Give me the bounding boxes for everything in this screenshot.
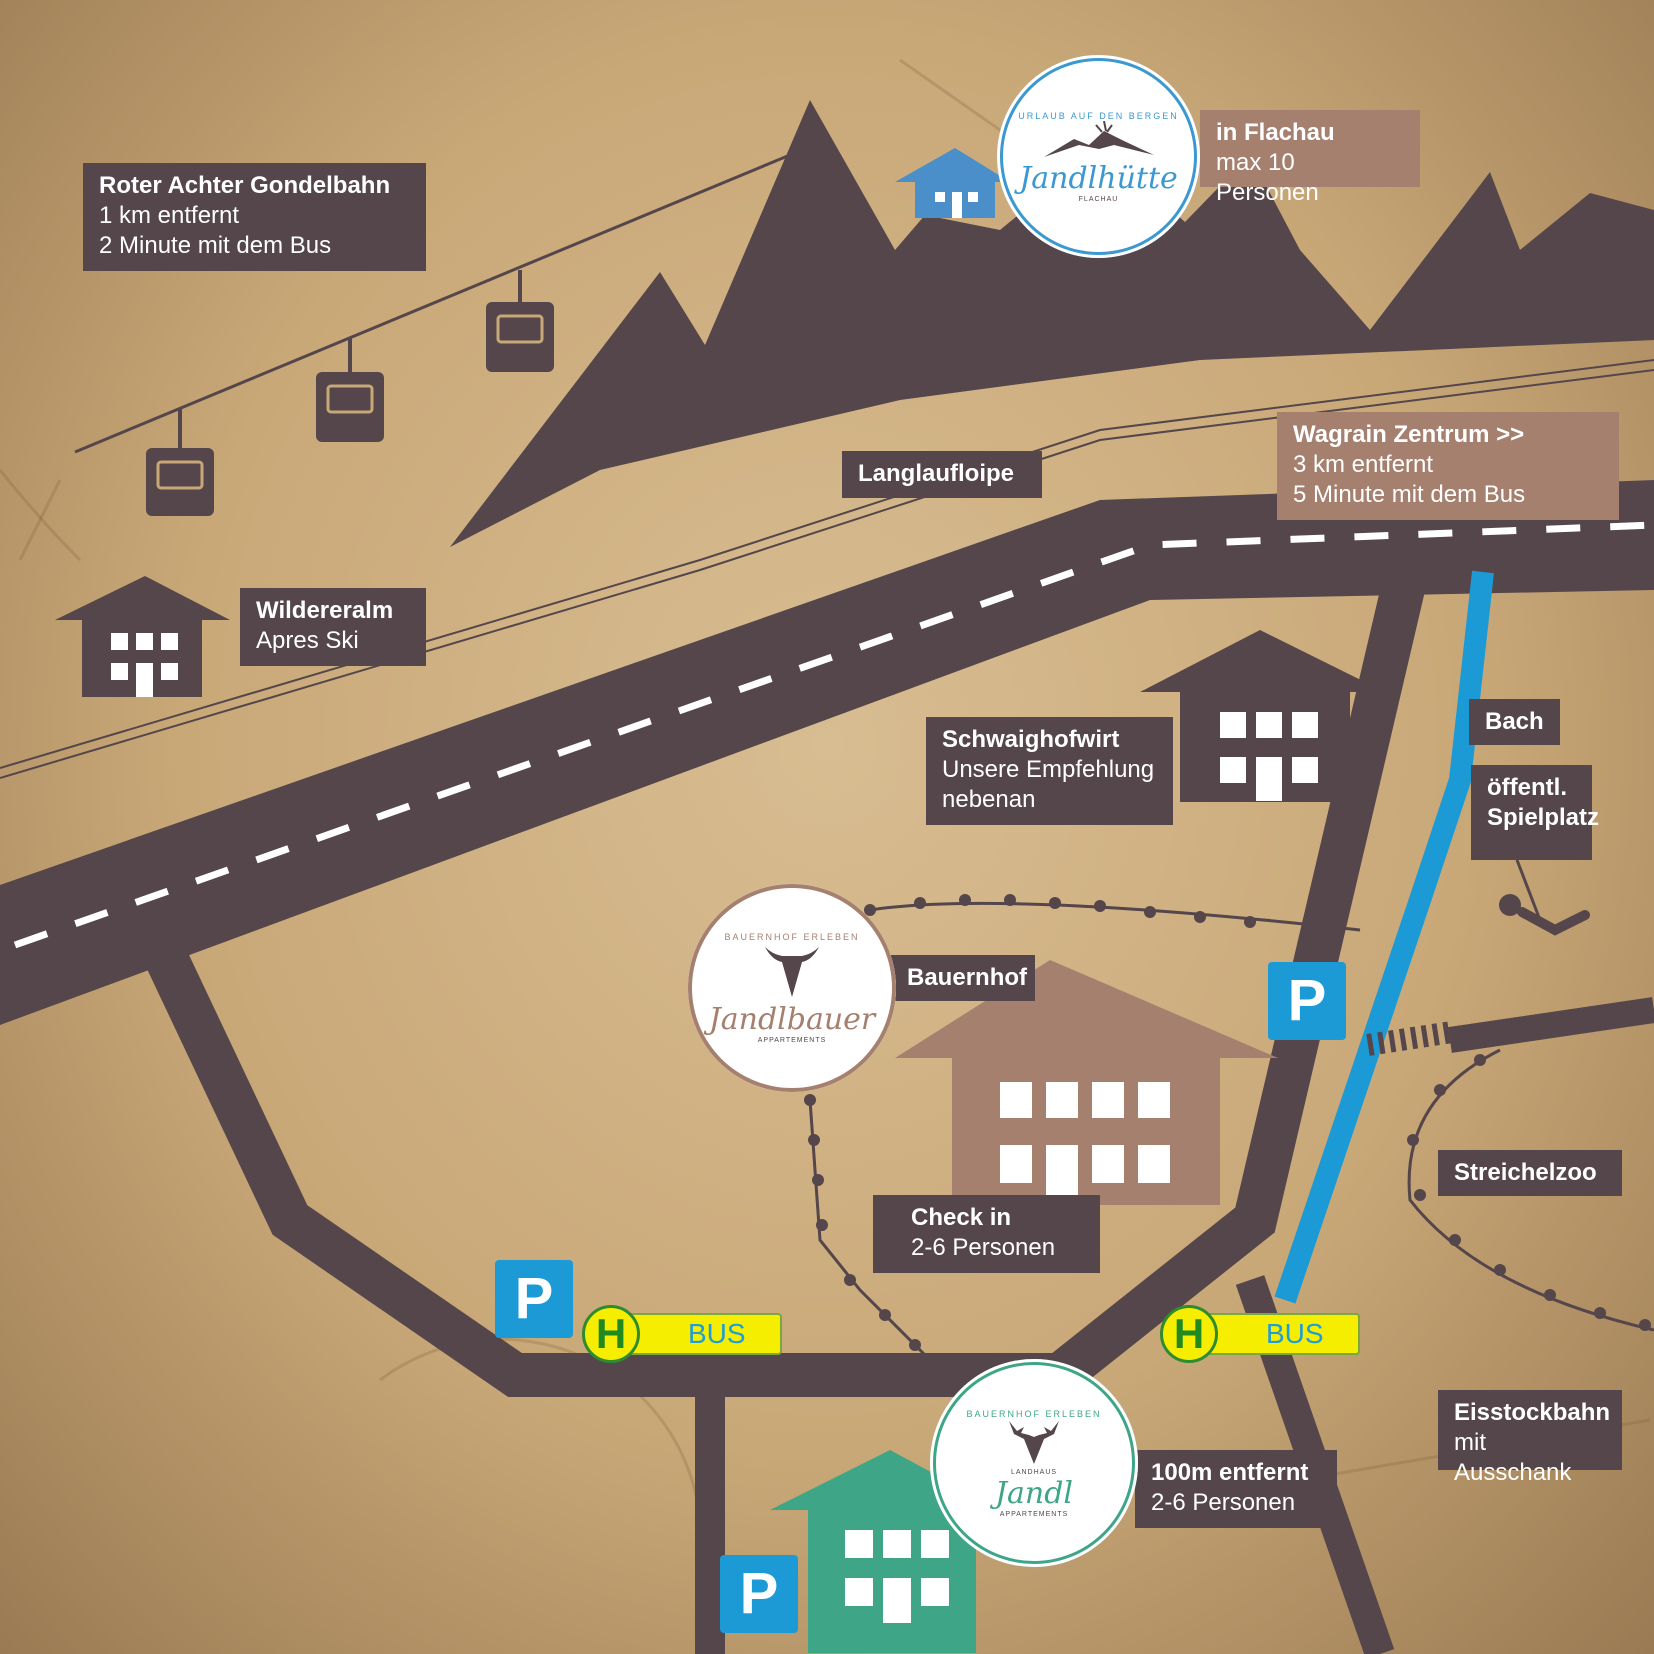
wildereralm-title: Wildereralm [256, 597, 394, 624]
parking-sign-south: P [720, 1555, 798, 1633]
schwaighofwirt-line2: nebenan [942, 786, 1036, 813]
jandlhuette-logo: URLAUB AUF DEN BERGEN Jandlhütte FLACHAU [997, 55, 1200, 258]
bauernhof-title: Bauernhof [907, 964, 1027, 991]
wagrain-title: Wagrain Zentrum >> [1293, 421, 1525, 448]
bach-title: Bach [1485, 708, 1544, 735]
jandlbauer-arc-text: BAUERNHOF ERLEBEN [724, 932, 860, 942]
bus-stop-h-icon: H [1160, 1305, 1218, 1363]
checkin-label: Check in 2-6 Personen [873, 1195, 1100, 1273]
cow-head-icon [765, 947, 819, 997]
bauernhof-house-icon [895, 960, 1278, 1205]
bus-stop-east: H BUS [1160, 1305, 1365, 1363]
schwaighofwirt-title: Schwaighofwirt [942, 726, 1120, 753]
landhaus-jandl-sub: APPARTEMENTS [999, 1510, 1069, 1518]
bauernhof-label: Bauernhof [891, 955, 1035, 1001]
landhaus-jandl-name: Jandl [994, 1475, 1074, 1511]
parking-sign-east: P [1268, 962, 1346, 1040]
jandlbauer-logo: BAUERNHOF ERLEBEN Jandlbauer APPARTEMENT… [688, 884, 896, 1092]
landhaus-capacity: 2-6 Personen [1151, 1489, 1296, 1516]
bus-stop-west: H BUS [582, 1305, 787, 1363]
wagrain-distance: 3 km entfernt [1293, 451, 1434, 478]
gondola-title: Roter Achter Gondelbahn [99, 172, 391, 199]
checkin-capacity: 2-6 Personen [911, 1234, 1056, 1261]
mountain-range [450, 100, 1654, 547]
eisstock-subtitle: mit Ausschank [1454, 1429, 1572, 1486]
schwaighofwirt-label: Schwaighofwirt Unsere Empfehlung nebenan [926, 717, 1173, 825]
parking-sign-west: P [495, 1260, 573, 1338]
road-center-line [13, 521, 1654, 949]
streichelzoo-title: Streichelzoo [1454, 1159, 1597, 1186]
gondola-lift [74, 153, 791, 516]
jandlbauer-sub: APPARTEMENTS [757, 1037, 827, 1044]
bach-label: Bach [1469, 699, 1560, 745]
jandlhuette-sub: FLACHAU [1078, 195, 1119, 203]
gondola-distance: 1 km entfernt [99, 202, 240, 229]
flachau-capacity: max 10 Personen [1216, 149, 1319, 206]
eisstock-label: Eisstockbahn mit Ausschank [1438, 1390, 1622, 1486]
jandlhuette-name: Jandlhütte [1019, 160, 1178, 196]
streichelzoo-label: Streichelzoo [1438, 1150, 1622, 1196]
deer-head-icon [1009, 1420, 1059, 1464]
landhaus-label: 100m entfernt 2-6 Personen [1135, 1450, 1337, 1528]
bus-stop-bar [1190, 1313, 1360, 1355]
bus-stop-h-icon: H [582, 1305, 640, 1363]
flachau-label: in Flachau max 10 Personen [1200, 110, 1420, 206]
gondola-label: Roter Achter Gondelbahn 1 km entfernt 2 … [83, 163, 426, 271]
jandlhuette-arc-text: URLAUB AUF DEN BERGEN [1018, 110, 1179, 121]
landhaus-jandl-pre: LANDHAUS [1010, 1468, 1058, 1476]
wildereralm-subtitle: Apres Ski [256, 627, 359, 654]
bridge [1366, 1021, 1454, 1056]
spielplatz-label: öffentl. Spielplatz [1471, 765, 1600, 860]
eisstock-title: Eisstockbahn [1454, 1399, 1611, 1426]
stream [1274, 570, 1494, 1304]
spielplatz-line1: Spielplatz [1487, 804, 1600, 831]
bus-stop-text: BUS [688, 1318, 746, 1349]
checkin-title: Check in [911, 1204, 1012, 1231]
wildereralm-label: Wildereralm Apres Ski [240, 588, 426, 666]
landhaus-jandl-logo: BAUERNHOF ERLEBEN LANDHAUS Jandl APPARTE… [930, 1359, 1138, 1567]
spielplatz-title: öffentl. [1487, 774, 1567, 801]
wagrain-label: Wagrain Zentrum >> 3 km entfernt 5 Minut… [1277, 412, 1619, 520]
landhaus-title: 100m entfernt [1151, 1459, 1309, 1486]
gondola-time: 2 Minute mit dem Bus [99, 232, 332, 259]
wagrain-time: 5 Minute mit dem Bus [1293, 481, 1526, 508]
schwaighofwirt-line1: Unsere Empfehlung [942, 756, 1155, 783]
landhaus-jandl-arc-text: BAUERNHOF ERLEBEN [966, 1408, 1102, 1419]
jandlbauer-name: Jandlbauer [708, 1002, 876, 1037]
langlauf-title: Langlaufloipe [858, 460, 1014, 487]
jandlhuette-hut-icon [895, 148, 1010, 218]
landhaus-jandl-house-icon [770, 1450, 976, 1653]
swing-icon [1499, 859, 1590, 936]
path-dots [804, 894, 1651, 1351]
flachau-title: in Flachau [1216, 119, 1335, 146]
schwaighofwirt-house-icon [1140, 630, 1385, 802]
wildereralm-house-icon [55, 576, 230, 697]
langlauf-label: Langlaufloipe [842, 451, 1042, 498]
bus-stop-text: BUS [1266, 1318, 1324, 1349]
mountain-logo-icon [1043, 120, 1154, 157]
